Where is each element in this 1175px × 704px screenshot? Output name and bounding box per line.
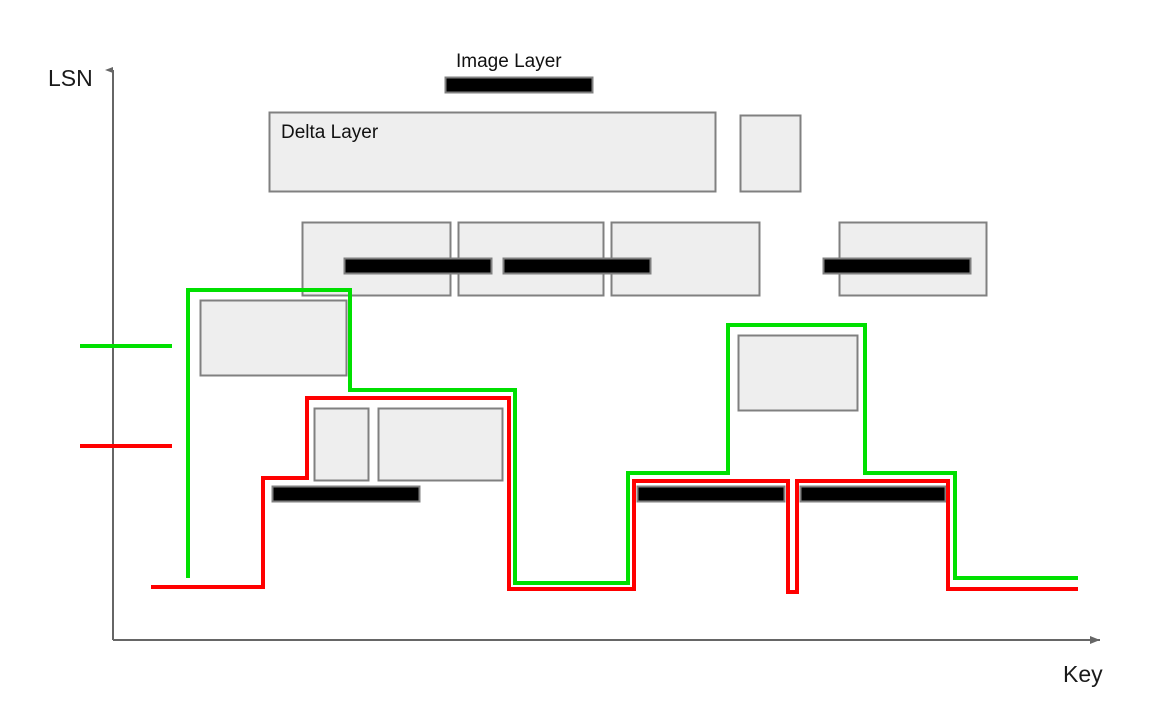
image-layer-bar-group	[271, 76, 972, 503]
image-layer-bar-mid-3	[822, 257, 972, 275]
image-layer-bar-top	[444, 76, 594, 94]
delta-layer-label: Delta Layer	[281, 122, 379, 143]
image-layer-bar-low-1	[271, 485, 421, 503]
delta-layer-top-wide	[268, 111, 717, 193]
delta-layer-green-left	[199, 299, 348, 377]
delta-layer-red-narrow	[313, 407, 370, 482]
image-layer-bar-mid-1	[343, 257, 493, 275]
delta-layer-group	[199, 111, 988, 482]
lsn-tick-group	[80, 344, 172, 448]
axes-group	[105, 67, 1100, 644]
delta-layer-red-wide	[377, 407, 504, 482]
image-layer-bar-low-2	[636, 485, 786, 503]
image-layer-bar-low-3	[799, 485, 947, 503]
delta-layer-green-right	[737, 334, 859, 412]
red-lsn-step-line	[151, 396, 1078, 594]
step-line-group	[151, 288, 1078, 594]
green-lsn-step-line	[186, 288, 1078, 585]
image-layer-label: Image Layer	[456, 51, 562, 72]
image-layer-bar-mid-2	[502, 257, 652, 275]
delta-layer-top-narrow	[739, 114, 802, 193]
y-axis-label: LSN	[48, 65, 93, 91]
x-axis-label: Key	[1063, 661, 1103, 687]
